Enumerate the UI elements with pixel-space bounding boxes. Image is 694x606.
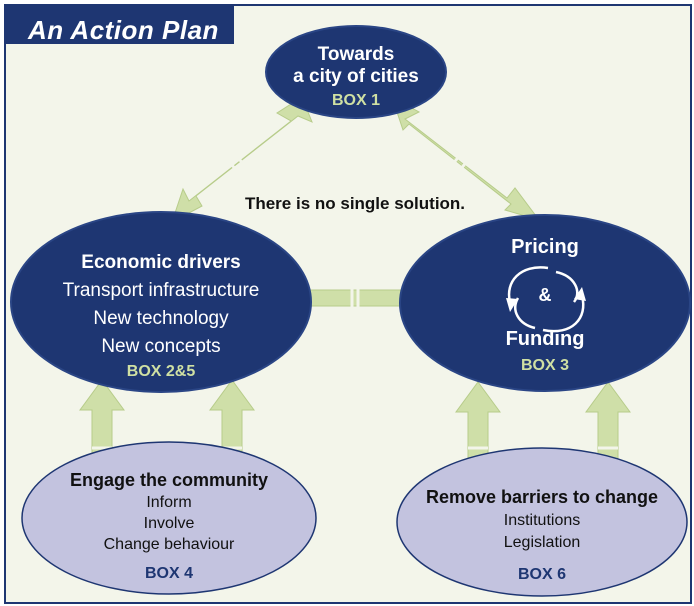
node-bottom-left-item-3: Change behaviour bbox=[103, 536, 235, 554]
node-right-box: BOX 3 bbox=[520, 356, 569, 374]
node-top-ellipse bbox=[265, 25, 447, 119]
node-top-line-1: Towards bbox=[317, 44, 395, 65]
node-right-bottom: Funding bbox=[505, 327, 585, 350]
node-top-box: BOX 1 bbox=[331, 91, 380, 109]
node-left-item-3: New concepts bbox=[101, 335, 221, 357]
diagram-title: An Action Plan bbox=[28, 15, 219, 45]
node-bottom-right-item-2: Legislation bbox=[503, 534, 581, 552]
node-top-line-2: a city of cities bbox=[293, 65, 419, 87]
node-right: Pricing & Funding BOX 3 bbox=[470, 236, 620, 375]
node-left-ellipse bbox=[10, 211, 312, 393]
node-bottom-left-item-1: Inform bbox=[146, 493, 192, 511]
node-bottom-right-heading: Remove barriers to change bbox=[425, 487, 659, 507]
node-bottom-right-item-1: Institutions bbox=[503, 511, 581, 529]
node-right-middle: & bbox=[538, 285, 552, 305]
node-bottom-right-box: BOX 6 bbox=[517, 566, 566, 584]
node-left-box: BOX 2&5 bbox=[126, 363, 196, 381]
node-left: Economic drivers Transport infrastructur… bbox=[36, 252, 286, 382]
node-bottom-right-ellipse bbox=[396, 447, 688, 597]
node-left-item-1: Transport infrastructure bbox=[62, 279, 260, 301]
node-right-top: Pricing bbox=[511, 236, 579, 258]
center-note: There is no single solution. bbox=[244, 194, 466, 213]
node-right-ellipse bbox=[399, 214, 691, 392]
node-left-item-2: New technology bbox=[93, 307, 229, 329]
node-bottom-left-heading: Engage the community bbox=[69, 470, 269, 490]
node-bottom-left-ellipse bbox=[21, 441, 317, 595]
title-bar: An Action Plan bbox=[6, 6, 234, 45]
node-bottom-left-box: BOX 4 bbox=[144, 564, 193, 582]
node-left-heading: Economic drivers bbox=[81, 252, 241, 273]
node-bottom-left-item-2: Involve bbox=[143, 515, 195, 533]
cycle-arrows-icon bbox=[507, 266, 585, 333]
node-top: Towards a city of cities BOX 1 bbox=[286, 44, 426, 110]
node-bottom-left: Engage the community Inform Involve Chan… bbox=[49, 470, 289, 583]
node-bottom-right: Remove barriers to change Institutions L… bbox=[412, 487, 672, 585]
